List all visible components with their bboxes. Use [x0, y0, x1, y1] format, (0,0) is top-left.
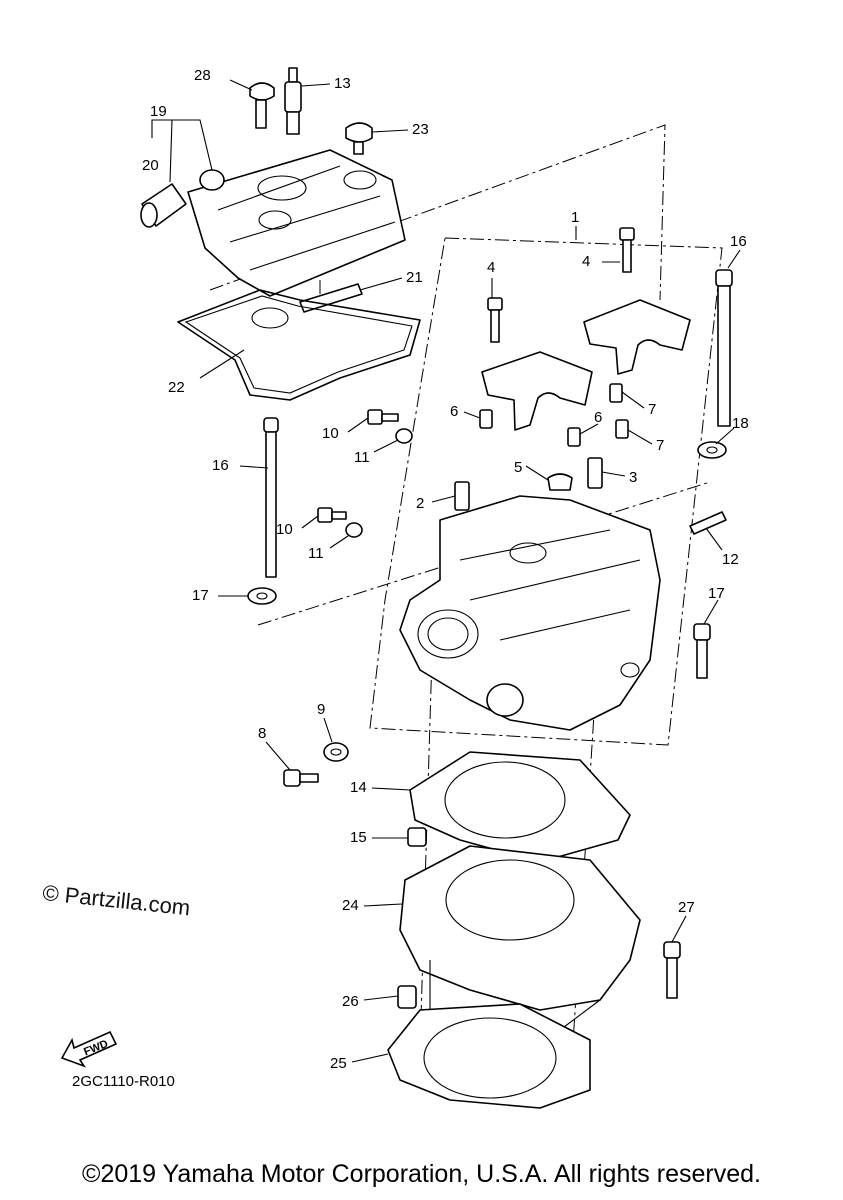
callout-16-left: 16	[212, 457, 229, 474]
part-spark-plug-13	[284, 67, 302, 135]
callout-16-right: 16	[730, 233, 747, 250]
part-washer-17-right	[697, 441, 727, 459]
callout-4-left: 4	[487, 259, 495, 276]
part-oil-check-bolt-24	[249, 82, 275, 129]
callout-23: 23	[412, 121, 429, 138]
part-head-gasket-14	[409, 751, 631, 863]
callout-14: 14	[350, 779, 367, 796]
part-cylinder-head-1	[399, 495, 661, 731]
callout-27: 26	[342, 993, 359, 1010]
part-bolt-23	[345, 122, 373, 155]
part-stud-12	[689, 511, 727, 535]
callout-8: 8	[258, 725, 266, 742]
callout-17-left: 17	[192, 587, 209, 604]
callout-11-lower: 11	[308, 545, 324, 562]
part-bolt-10	[317, 409, 399, 523]
callout-15: 15	[350, 829, 367, 846]
part-bolt-28	[663, 941, 681, 999]
part-dowel-15	[407, 827, 427, 847]
part-stud-bolt-16-right	[715, 269, 733, 427]
callout-11-upper: 11	[354, 449, 370, 466]
copyright-notice: ©2019 Yamaha Motor Corporation, U.S.A. A…	[82, 1160, 761, 1188]
callout-20: 20	[142, 157, 159, 174]
callout-28: 27	[678, 899, 695, 916]
callout-5: 5	[514, 459, 522, 476]
callout-10-lower: 10	[276, 521, 293, 538]
part-washer-11	[345, 428, 413, 538]
callout-2: 2	[416, 495, 424, 512]
callout-labels: 28 13 23 19 20 21 22 1 4 4 16 6 6 7 7 18…	[142, 67, 749, 1072]
part-base-gasket-26	[387, 1003, 591, 1109]
callout-leader-lines	[151, 79, 741, 1063]
part-gasket-22	[177, 289, 421, 401]
callout-12: 12	[722, 551, 739, 568]
callout-7-upper: 7	[648, 401, 656, 418]
callout-13: 13	[334, 75, 351, 92]
fwd-arrow-icon: FWD	[60, 1030, 118, 1068]
callout-4-right: 4	[582, 253, 590, 270]
part-cylinder-head-cover-19	[187, 149, 406, 297]
part-camshaft-cap	[481, 299, 691, 431]
callout-21: 21	[406, 269, 423, 286]
part-dowel-27	[397, 985, 417, 1009]
callout-17-right: 18	[732, 415, 749, 432]
callout-9: 9	[317, 701, 325, 718]
part-washer-9	[323, 742, 349, 762]
callout-1: 1	[571, 209, 579, 226]
fwd-label: FWD	[82, 1038, 110, 1059]
part-cylinder-25	[399, 845, 641, 1031]
diagram-code: 2GC1110-R010	[72, 1073, 175, 1090]
part-stud-bolt-16-left	[263, 417, 279, 578]
callout-6-left: 6	[450, 403, 458, 420]
part-bolt-4	[487, 227, 635, 343]
callout-19: 19	[150, 103, 167, 120]
callout-6-right: 6	[594, 409, 602, 426]
part-plate-21	[299, 283, 363, 313]
callout-22: 22	[168, 379, 185, 396]
callout-10-upper: 10	[322, 425, 339, 442]
part-dowel-pins-6-7	[479, 383, 629, 447]
part-bolt-18	[693, 623, 711, 679]
part-washer-17-left	[247, 587, 277, 605]
callout-7-lower: 7	[656, 437, 664, 454]
callout-24: 28	[194, 67, 211, 84]
part-bolt-8	[283, 769, 319, 787]
callout-3: 3	[629, 469, 637, 486]
callout-25: 24	[342, 897, 359, 914]
part-breather-fitting-20	[140, 183, 187, 228]
callout-26: 25	[330, 1055, 347, 1072]
callout-18: 17	[708, 585, 725, 602]
part-guide-2-3-5	[454, 457, 603, 511]
